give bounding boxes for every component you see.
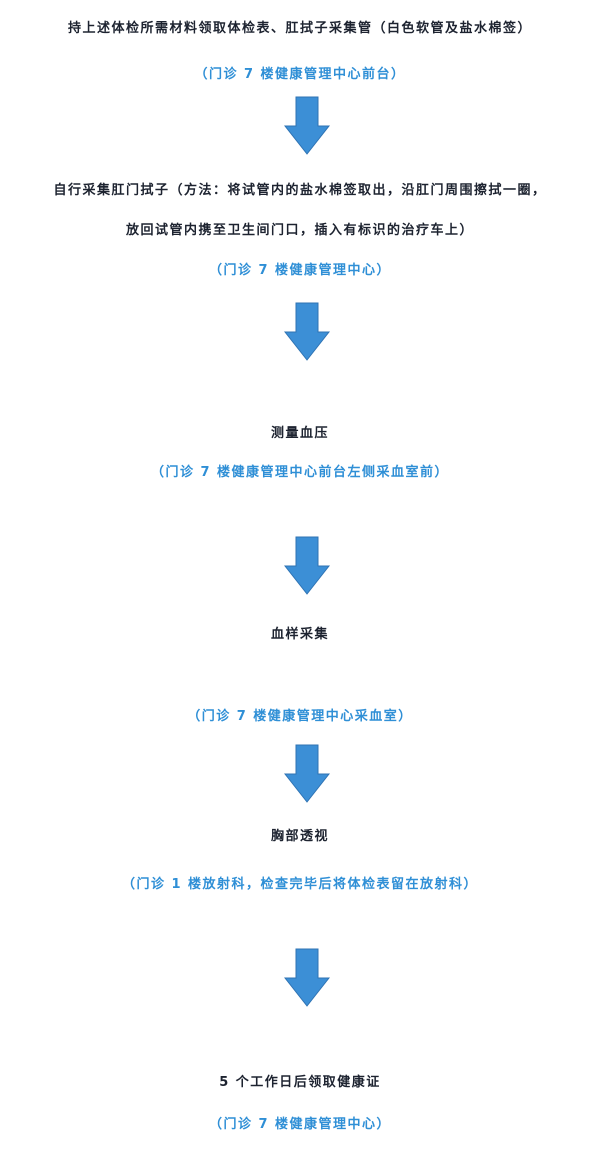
step-2-description-line-1: 自行采集肛门拭子（方法：将试管内的盐水棉签取出，沿肛门周围擦拭一圈， bbox=[53, 183, 547, 198]
step-4-description: 血样采集 bbox=[270, 627, 329, 642]
step-2-description-line-2: 放回试管内携至卫生间门口，插入有标识的治疗车上） bbox=[125, 223, 474, 238]
down-arrow-3 bbox=[284, 536, 330, 596]
step-6-description: 5 个工作日后领取健康证 bbox=[219, 1075, 381, 1090]
step-6-location: （门诊 7 楼健康管理中心） bbox=[208, 1117, 392, 1132]
step-5-description: 胸部透视 bbox=[270, 829, 329, 844]
step-5-location: （门诊 1 楼放射科，检查完毕后将体检表留在放射科） bbox=[121, 877, 479, 892]
step-3-location: （门诊 7 楼健康管理中心前台左侧采血室前） bbox=[150, 465, 450, 480]
down-arrow-5 bbox=[284, 948, 330, 1008]
step-1-description: 持上述体检所需材料领取体检表、肛拭子采集管（白色软管及盐水棉签） bbox=[67, 21, 532, 36]
step-2-location: （门诊 7 楼健康管理中心） bbox=[208, 263, 392, 278]
step-1-location: （门诊 7 楼健康管理中心前台） bbox=[194, 67, 406, 82]
down-arrow-2 bbox=[284, 302, 330, 362]
down-arrow-1 bbox=[284, 96, 330, 156]
step-4-location: （门诊 7 楼健康管理中心采血室） bbox=[187, 709, 413, 724]
down-arrow-4 bbox=[284, 744, 330, 804]
step-3-description: 测量血压 bbox=[270, 426, 329, 441]
